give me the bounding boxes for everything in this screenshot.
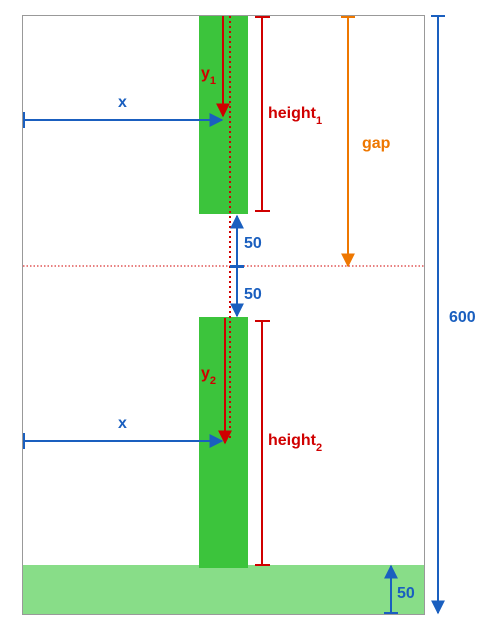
bottom-pipe (199, 317, 248, 568)
gap-above-mid-label: 50 (244, 235, 262, 252)
ground-height-label: 50 (397, 585, 415, 602)
y2-label: y2 (201, 365, 216, 387)
ground (23, 565, 424, 614)
gap-below-mid-label: 50 (244, 286, 262, 303)
gap-label: gap (362, 135, 391, 152)
height1-label: height1 (268, 105, 322, 127)
height2-label: height2 (268, 432, 322, 454)
total-height-label: 600 (449, 309, 476, 326)
x-bottom-label: x (118, 415, 127, 432)
y1-label: y1 (201, 65, 216, 87)
x-top-label: x (118, 94, 127, 111)
